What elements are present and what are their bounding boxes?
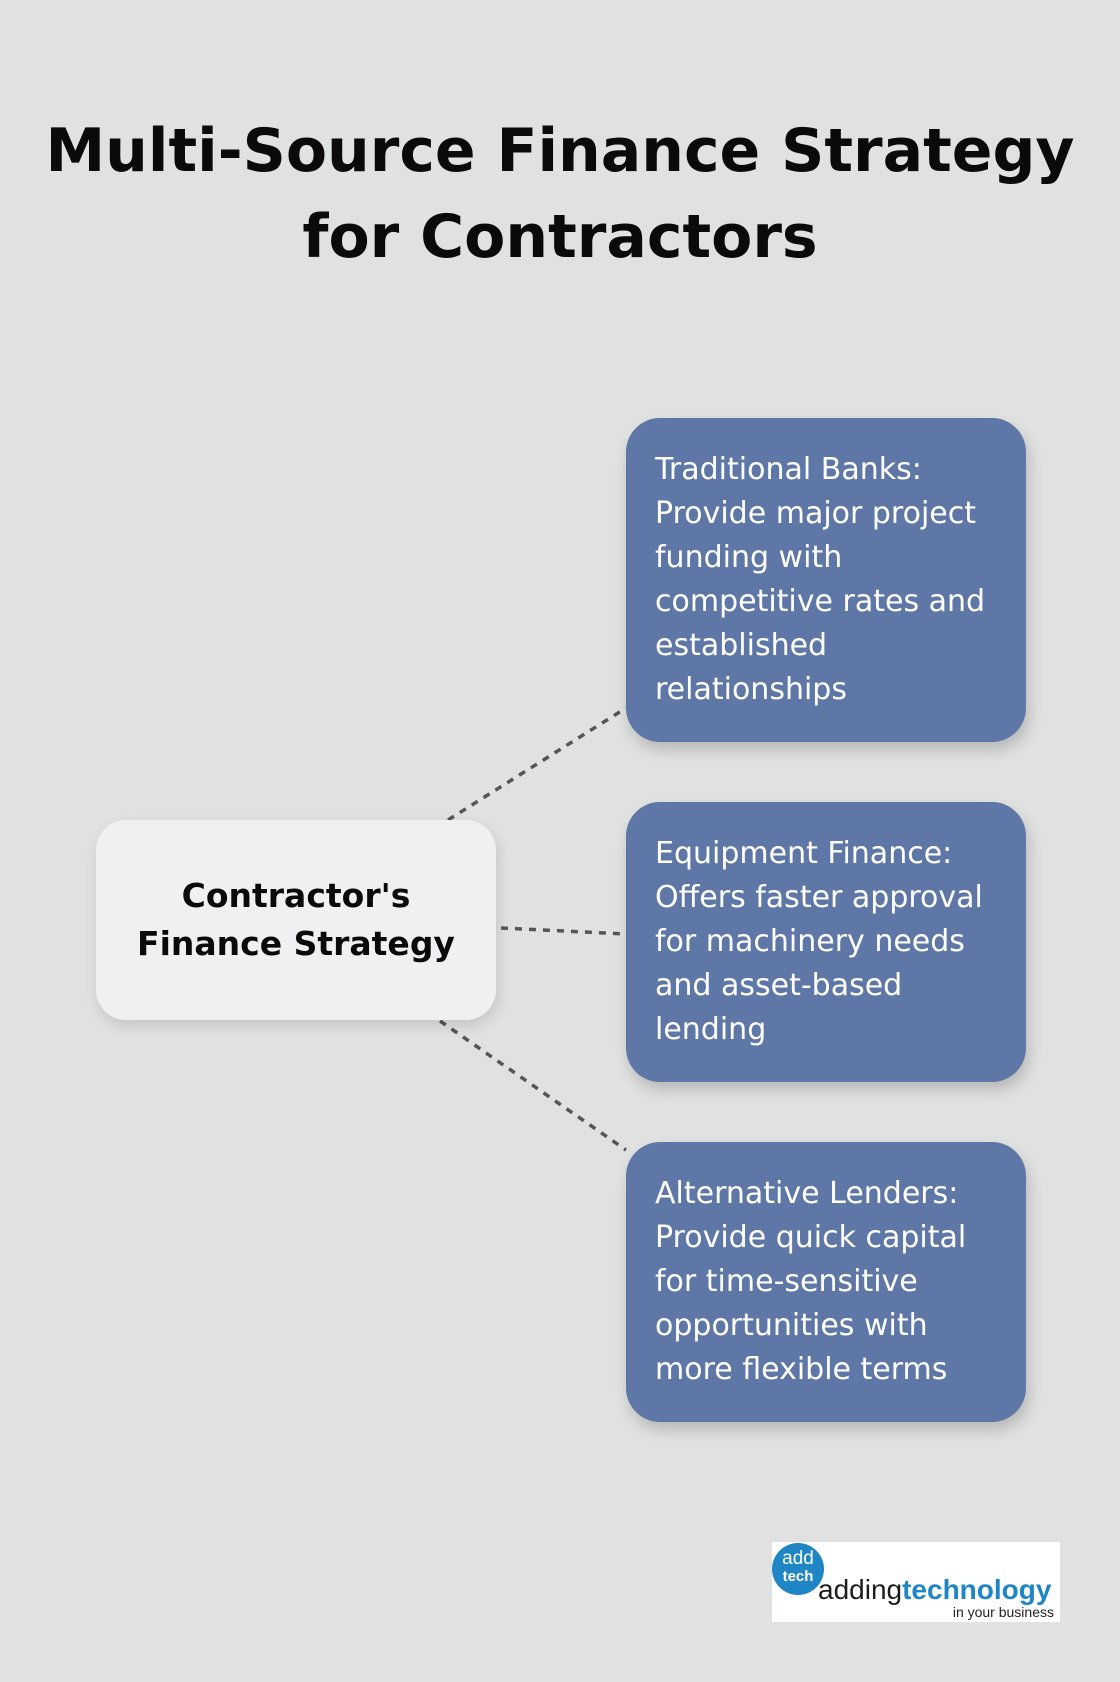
- card-text: Traditional Banks: Provide major project…: [655, 452, 986, 707]
- card-traditional-banks: Traditional Banks: Provide major project…: [626, 418, 1026, 742]
- logo-badge-bottom: tech: [782, 1568, 814, 1585]
- connector-line-3: [439, 1019, 627, 1152]
- logo-wordmark: addingtechnology: [818, 1575, 1051, 1605]
- logo-badge: add tech: [772, 1543, 824, 1595]
- card-alternative-lenders: Alternative Lenders: Provide quick capit…: [626, 1142, 1026, 1422]
- logo-word-part2: technology: [902, 1574, 1052, 1605]
- card-text: Alternative Lenders: Provide quick capit…: [655, 1176, 967, 1387]
- logo-tagline: in your business: [952, 1604, 1054, 1620]
- company-logo: add tech addingtechnology in your busine…: [772, 1542, 1060, 1622]
- connector-line-2: [500, 926, 627, 936]
- card-equipment-finance: Equipment Finance: Offers faster approva…: [626, 802, 1026, 1082]
- center-node-label: Contractor's Finance Strategy: [137, 876, 455, 963]
- logo-badge-top: add: [782, 1548, 814, 1569]
- card-text: Equipment Finance: Offers faster approva…: [655, 836, 983, 1047]
- connector-line-1: [447, 706, 627, 822]
- center-node: Contractor's Finance Strategy: [96, 820, 496, 1020]
- logo-word-part1: adding: [818, 1574, 903, 1605]
- page-title: Multi-Source Finance Strategy for Contra…: [45, 116, 1075, 272]
